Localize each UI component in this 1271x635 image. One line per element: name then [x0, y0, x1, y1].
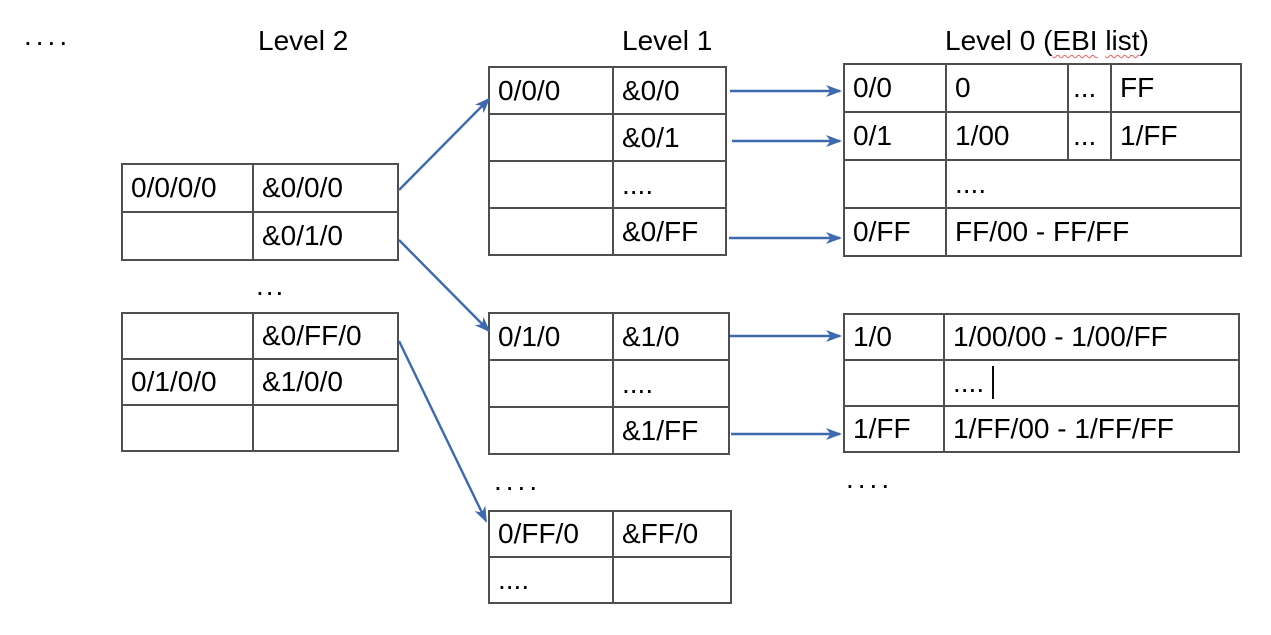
table-level1-a: 0/0/0 &0/0 &0/1 .... &0/FF	[488, 66, 727, 256]
table-cell: 1/FF	[1110, 111, 1242, 161]
table-cell: &1/0/0	[252, 358, 399, 406]
table-cell: 0	[945, 63, 1069, 113]
table-cell: &0/1/0	[252, 211, 399, 261]
arrow-l2b-to-l1c	[397, 340, 488, 523]
level0-heading-prefix: Level 0 (	[945, 25, 1053, 56]
table-cell: ...	[1067, 111, 1112, 161]
table-level2-a: 0/0/0/0 &0/0/0 &0/1/0	[121, 163, 399, 261]
table-cell: FF	[1110, 63, 1242, 113]
level1-heading: Level 1	[622, 25, 713, 56]
table-cell: &FF/0	[612, 510, 732, 558]
table-cell: ....	[943, 359, 1240, 407]
table-cell: ....	[488, 556, 614, 604]
level0-heading-ebi: EBI	[1052, 25, 1098, 56]
table-cell	[843, 359, 945, 407]
table-cell: 0/0/0	[488, 66, 614, 115]
table-level0-b: 1/0 1/00/00 - 1/00/FF .... 1/FF 1/FF/00 …	[843, 313, 1240, 453]
top-left-ellipsis: ....	[24, 20, 72, 51]
arrow-l2a-to-l1b	[398, 239, 491, 333]
table-cell: 0/FF/0	[488, 510, 614, 558]
table-cell	[488, 359, 614, 408]
table-cell: 1/00/00 - 1/00/FF	[943, 313, 1240, 361]
table-cell: &0/0	[612, 66, 727, 115]
table-cell: ....	[612, 359, 730, 408]
level2-heading: Level 2	[258, 25, 349, 56]
table-cell: &0/0/0	[252, 163, 399, 213]
table-cell: 1/00	[945, 111, 1069, 161]
table-level2-b: &0/FF/0 0/1/0/0 &1/0/0	[121, 312, 399, 452]
table-level0-a: 0/0 0 ... FF 0/1 1/00 ... 1/FF .... 0/FF…	[843, 63, 1242, 257]
table-cell	[488, 160, 614, 209]
table-cell	[252, 404, 399, 452]
table-cell	[121, 211, 254, 261]
table-cell: 0/1	[843, 111, 947, 161]
table-cell: ....	[612, 160, 727, 209]
table-cell: &1/FF	[612, 406, 730, 455]
table-cell	[488, 406, 614, 455]
table-cell: &0/FF/0	[252, 312, 399, 360]
level1-bottom-ellipsis: ....	[494, 465, 542, 496]
table-cell: 0/1/0/0	[121, 358, 254, 406]
level0-bottom-ellipsis: ....	[846, 463, 894, 494]
table-cell: 1/FF	[843, 405, 945, 453]
table-cell: FF/00 - FF/FF	[945, 207, 1242, 257]
level0-heading-suffix: )	[1139, 25, 1149, 56]
table-cell	[488, 113, 614, 162]
table-cell	[121, 404, 254, 452]
table-cell: 0/0	[843, 63, 947, 113]
table-cell	[843, 159, 947, 209]
table-cell: &0/FF	[612, 207, 727, 256]
level0-heading-list: list	[1105, 25, 1140, 56]
level2-tables-ellipsis: ...	[256, 270, 286, 301]
table-cell	[612, 556, 732, 604]
text-cursor-caret	[992, 366, 994, 399]
table-cell: &1/0	[612, 312, 730, 361]
table-cell: &0/1	[612, 113, 727, 162]
table-cell	[488, 207, 614, 256]
table-cell: 0/FF	[843, 207, 947, 257]
table-cell: 0/1/0	[488, 312, 614, 361]
table-cell: 1/FF/00 - 1/FF/FF	[943, 405, 1240, 453]
level0-heading: Level 0 (EBI list)	[945, 27, 1149, 55]
table-cell: 0/0/0/0	[121, 163, 254, 213]
table-level1-c: 0/FF/0 &FF/0 ....	[488, 510, 732, 604]
table-level1-b: 0/1/0 &1/0 .... &1/FF	[488, 312, 730, 455]
table-cell: ....	[945, 159, 1242, 209]
table-cell: ...	[1067, 63, 1112, 113]
table-cell	[121, 312, 254, 360]
table-cell: 1/0	[843, 313, 945, 361]
arrow-l2a-to-l1a	[398, 97, 491, 191]
